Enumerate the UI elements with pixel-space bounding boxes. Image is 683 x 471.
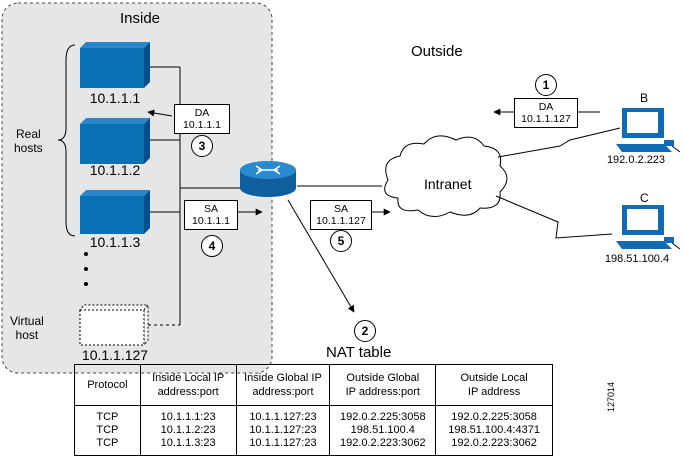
router-icon[interactable] — [240, 161, 296, 197]
header-inside-global: Inside Global IP address:port — [235, 364, 331, 406]
packet-5-key: SA — [333, 203, 348, 215]
packet-step-3: DA 10.1.1.1 — [174, 104, 230, 134]
nat-table-title: NAT table — [326, 344, 392, 361]
cells-inside-local: 10.1.1.1:23 10.1.1.2:23 10.1.1.3:23 — [139, 405, 237, 456]
link-to-c — [495, 195, 613, 239]
packet-step-1: DA 10.1.1.127 — [514, 98, 578, 128]
nat-table: Protocol Inside Local IP address:port In… — [74, 364, 553, 456]
link-to-b — [497, 127, 621, 158]
header-outside-global: Outside Global IP address:port — [329, 364, 437, 406]
cells-outside-global: 192.0.2.225:3058 198.51.100.4 192.0.2.22… — [329, 405, 437, 456]
arrow-to-nat-table — [287, 199, 355, 313]
host-c-address: 198.51.100.4 — [604, 253, 670, 265]
host-1-address: 10.1.1.1 — [89, 90, 141, 106]
packet-3-key: DA — [194, 107, 210, 119]
virtual-host-address: 10.1.1.127 — [81, 347, 149, 363]
nat-table-body-row: TCP TCP TCP 10.1.1.1:23 10.1.1.2:23 10.1… — [74, 405, 553, 456]
intranet-cloud — [384, 135, 508, 217]
step-3-marker: 3 — [191, 135, 213, 157]
cells-outside-local: 192.0.2.225:3058 198.51.100.4:4371 192.0… — [435, 405, 553, 456]
host-10-1-1-3-icon[interactable] — [80, 190, 150, 234]
step-4-marker: 4 — [201, 235, 223, 257]
cells-protocol: TCP TCP TCP — [74, 405, 141, 456]
packet-1-key: DA — [538, 101, 554, 113]
host-b-letter: B — [640, 91, 649, 105]
more-hosts-dot — [84, 282, 88, 286]
outside-label: Outside — [411, 43, 463, 60]
real-hosts-label: Real hosts — [14, 127, 43, 155]
step-2-marker: 2 — [354, 320, 376, 342]
packet-step-5: SA 10.1.1.127 — [310, 200, 372, 230]
figure-id: 127014 — [606, 381, 616, 412]
virtual-host-label: Virtual host — [10, 314, 44, 342]
more-hosts-dot — [84, 267, 88, 271]
host-c-computer-icon[interactable] — [616, 205, 681, 250]
packet-4-key: SA — [203, 203, 218, 215]
packet-4-value: 10.1.1.1 — [192, 215, 230, 227]
packet-5-value: 10.1.1.127 — [316, 215, 366, 227]
host-10-1-1-1-icon[interactable] — [80, 42, 150, 88]
header-outside-local: Outside Local IP address — [435, 364, 553, 406]
packet-step-4: SA 10.1.1.1 — [184, 200, 238, 230]
intranet-label: Intranet — [424, 176, 472, 192]
host-2-address: 10.1.1.2 — [89, 162, 141, 178]
step-5-marker: 5 — [330, 230, 352, 252]
arrow-step-3 — [147, 109, 173, 117]
host-c-letter: C — [640, 191, 649, 205]
header-protocol: Protocol — [74, 364, 141, 406]
step-1-marker: 1 — [535, 74, 557, 96]
packet-3-value: 10.1.1.1 — [183, 119, 221, 131]
host-b-address: 192.0.2.223 — [606, 154, 666, 166]
cells-inside-global: 10.1.1.127:23 10.1.1.127:23 10.1.1.127:2… — [235, 405, 331, 456]
more-hosts-dot — [84, 252, 88, 256]
virtual-host-icon[interactable] — [78, 303, 150, 347]
real-hosts-brace — [57, 44, 76, 237]
header-inside-local: Inside Local IP address:port — [139, 364, 237, 406]
host-b-computer-icon[interactable] — [616, 108, 681, 153]
host-10-1-1-2-icon[interactable] — [80, 118, 150, 164]
inside-label: Inside — [120, 10, 161, 27]
packet-1-value: 10.1.1.127 — [521, 113, 571, 125]
nat-table-header-row: Protocol Inside Local IP address:port In… — [74, 364, 553, 406]
host-3-address: 10.1.1.3 — [89, 234, 141, 250]
